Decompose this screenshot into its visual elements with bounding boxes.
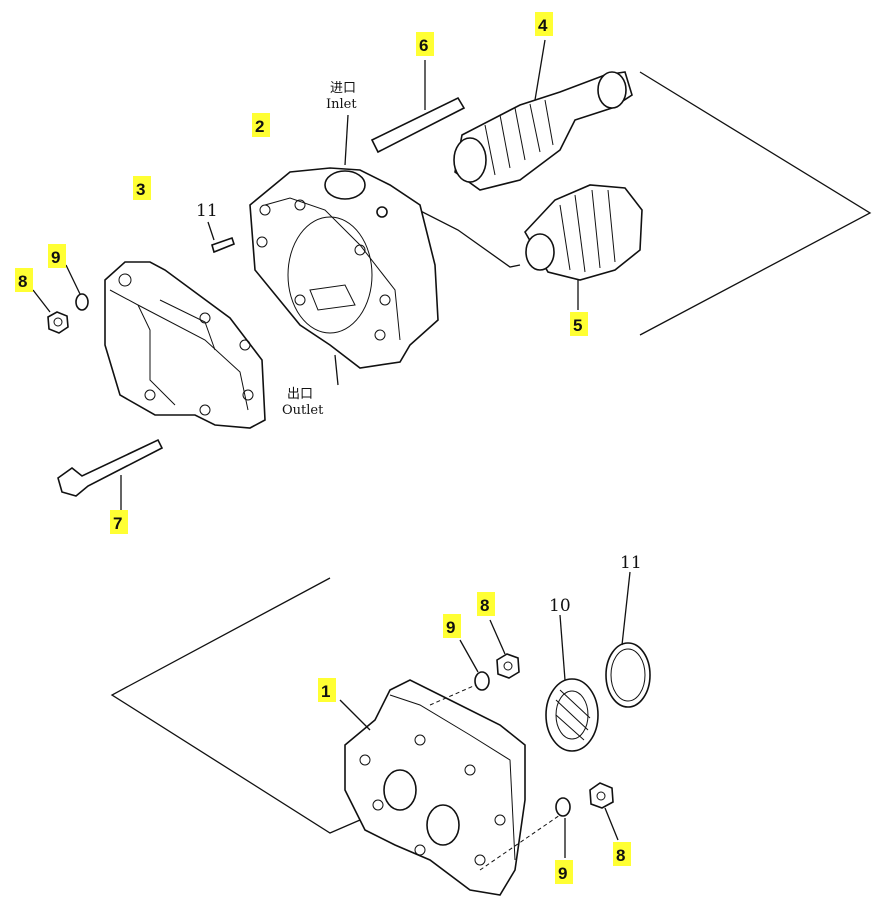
callout-5: 5 [573,316,582,335]
label-10: 10 [549,596,571,616]
end-plate-part-1 [339,679,561,896]
callout-8-bottom-a: 8 [480,596,489,615]
label-11-top: 11 [196,201,218,221]
drive-gear-part-4 [453,39,633,191]
stud-part-6 [370,60,466,154]
callout-bg-9-bot-b [555,860,573,884]
snap-ring-part-11-bottom [605,571,651,708]
callout-bg-2 [252,113,270,137]
callout-6: 6 [419,36,428,55]
callout-8-bottom-b: 8 [616,846,625,865]
nut-part-8-top [32,289,69,334]
inlet-leader [344,114,349,166]
driven-gear-part-5 [524,184,643,310]
callout-bg-9-top [48,244,66,268]
callout-bg-7 [110,510,128,534]
bearing-part-10 [545,614,599,752]
callout-8-top: 8 [18,272,27,291]
callout-4: 4 [538,16,548,35]
callout-bg-1 [318,678,336,702]
callouts: 4 6 2 3 9 8 5 7 8 9 1 8 9 [15,12,631,884]
cover-plate-part-3 [104,261,266,429]
label-11-bottom: 11 [620,553,642,573]
washer-part-9-top [65,264,89,311]
outlet-label-cn: 出口 [287,387,313,402]
callout-9-bottom-b: 9 [558,864,567,883]
pin-part-11-top [207,221,235,254]
callout-3: 3 [136,180,145,199]
bolt-part-7 [57,438,164,510]
callout-9-top: 9 [51,248,60,267]
callout-bg-5 [570,312,588,336]
outlet-leader [334,354,339,386]
washer-part-9-bottom-b [555,797,571,858]
callout-bg-8-bot-a [477,592,495,616]
callout-1: 1 [321,682,330,701]
pump-body-part-2 [249,167,439,369]
callout-7: 7 [113,514,122,533]
inlet-label-cn: 进口 [330,81,356,96]
callout-bg-8-bot-b [613,842,631,866]
nut-part-8-bottom-b [589,782,619,841]
washer-part-9-bottom-a [459,639,490,691]
callout-bg-8-top [15,268,33,292]
callout-bg-9-bot-a [443,614,461,638]
inlet-label-en: Inlet [326,97,357,112]
callout-2: 2 [255,117,264,136]
callout-bg-4 [535,12,553,36]
callout-bg-3 [133,176,151,200]
nut-part-8-bottom-a [489,619,520,679]
callout-bg-6 [416,32,434,56]
guide-lines [110,71,872,834]
outlet-label-en: Outlet [282,403,324,418]
callout-9-bottom-a: 9 [446,618,455,637]
